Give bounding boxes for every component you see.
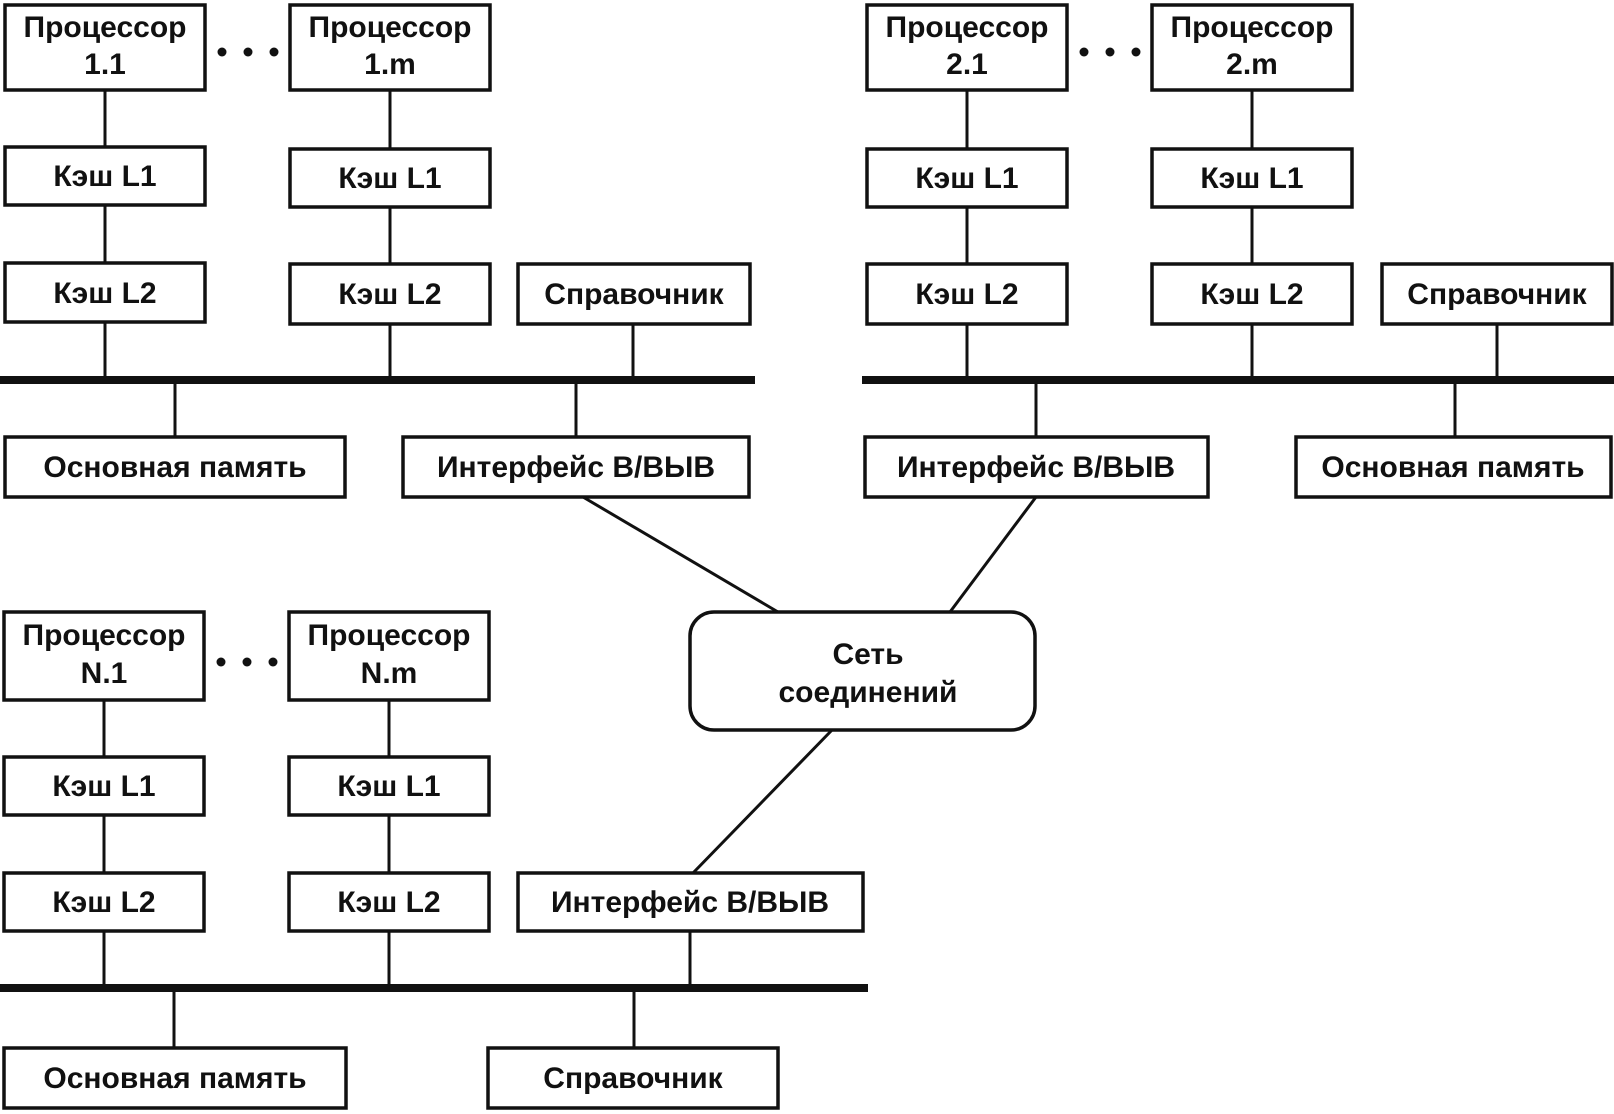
cache-l1: Кэш L1 [2, 755, 206, 817]
cache-l2: Кэш L2 [2, 871, 206, 933]
network-label-line2: соединений [779, 676, 958, 709]
interconnection-network: Сеть соединений [582, 495, 1038, 875]
processor-label: Процессор [1171, 11, 1334, 44]
directory-label: Справочник [543, 1062, 723, 1095]
processor-1-m: Процессор 1.m [288, 3, 492, 92]
processor-2-m: Процессор 2.m [1150, 3, 1354, 92]
cache-l2: Кэш L2 [865, 262, 1069, 326]
cache-l1: Кэш L1 [287, 755, 491, 817]
cache-l2-label: Кэш L2 [52, 886, 155, 919]
directory: Справочник [486, 1046, 780, 1110]
main-memory-label: Основная память [43, 1062, 306, 1095]
processor-label: Процессор [308, 619, 471, 652]
processor-label: Процессор [309, 11, 472, 44]
ellipsis-dots [217, 47, 279, 57]
processor-id: 1.1 [84, 48, 126, 81]
ellipsis-dots [1079, 47, 1141, 57]
link-node-2 [948, 496, 1038, 613]
cache-l2: Кэш L2 [288, 262, 492, 326]
cache-l2: Кэш L2 [3, 261, 207, 324]
cache-l2: Кэш L2 [1150, 262, 1354, 326]
main-memory: Основная память [2, 1046, 348, 1110]
ellipsis-dots [216, 657, 278, 667]
processor-id: 2.m [1226, 48, 1278, 81]
cache-l1-label: Кэш L1 [1200, 162, 1303, 195]
processor-n-m: Процессор N.m [287, 610, 491, 702]
processor-id: N.m [361, 657, 418, 690]
directory: Справочник [1380, 262, 1614, 326]
io-interface-label: Интерфейс В/ВЫВ [437, 451, 715, 484]
directory-label: Справочник [544, 278, 724, 311]
cache-l1-label: Кэш L1 [338, 162, 441, 195]
cache-l2-label: Кэш L2 [53, 277, 156, 310]
processor-1-1: Процессор 1.1 [3, 3, 207, 92]
cache-l1-label: Кэш L1 [337, 770, 440, 803]
cache-l1: Кэш L1 [865, 147, 1069, 209]
processor-label: Процессор [23, 619, 186, 652]
directory: Справочник [516, 262, 752, 326]
main-memory-label: Основная память [1321, 451, 1584, 484]
directory-label: Справочник [1407, 278, 1587, 311]
link-node-n [691, 728, 834, 875]
io-interface: Интерфейс В/ВЫВ [516, 871, 865, 933]
processor-label: Процессор [24, 11, 187, 44]
cache-l1-label: Кэш L1 [915, 162, 1018, 195]
node-n: Процессор N.1 Процессор N.m Кэш L1 Кэш L… [0, 610, 868, 1110]
cache-l1: Кэш L1 [288, 147, 492, 209]
node-2: Процессор 2.1 Процессор 2.m Кэш L1 Кэш L… [862, 3, 1614, 499]
cache-l2: Кэш L2 [287, 871, 491, 933]
network-label-line1: Сеть [832, 638, 903, 671]
processor-label: Процессор [886, 11, 1049, 44]
io-interface: Интерфейс В/ВЫВ [863, 435, 1210, 499]
node-1: Процессор 1.1 Процессор 1.m Кэш L1 Кэш L… [0, 3, 755, 499]
io-interface-label: Интерфейс В/ВЫВ [897, 451, 1175, 484]
cache-l1-label: Кэш L1 [53, 160, 156, 193]
cache-l1: Кэш L1 [1150, 147, 1354, 209]
main-memory-label: Основная память [43, 451, 306, 484]
cache-l2-label: Кэш L2 [915, 278, 1018, 311]
cache-l1: Кэш L1 [3, 145, 207, 207]
main-memory: Основная память [3, 435, 347, 499]
cache-l1-label: Кэш L1 [52, 770, 155, 803]
processor-2-1: Процессор 2.1 [865, 3, 1069, 92]
processor-id: 1.m [364, 48, 416, 81]
cache-l2-label: Кэш L2 [338, 278, 441, 311]
link-node-1 [582, 495, 779, 614]
processor-id: N.1 [81, 657, 128, 690]
processor-id: 2.1 [946, 48, 988, 81]
io-interface: Интерфейс В/ВЫВ [401, 435, 751, 499]
cache-l2-label: Кэш L2 [1200, 278, 1303, 311]
cache-l2-label: Кэш L2 [337, 886, 440, 919]
processor-n-1: Процессор N.1 [2, 610, 206, 702]
io-interface-label: Интерфейс В/ВЫВ [551, 886, 829, 919]
main-memory: Основная память [1294, 435, 1613, 499]
